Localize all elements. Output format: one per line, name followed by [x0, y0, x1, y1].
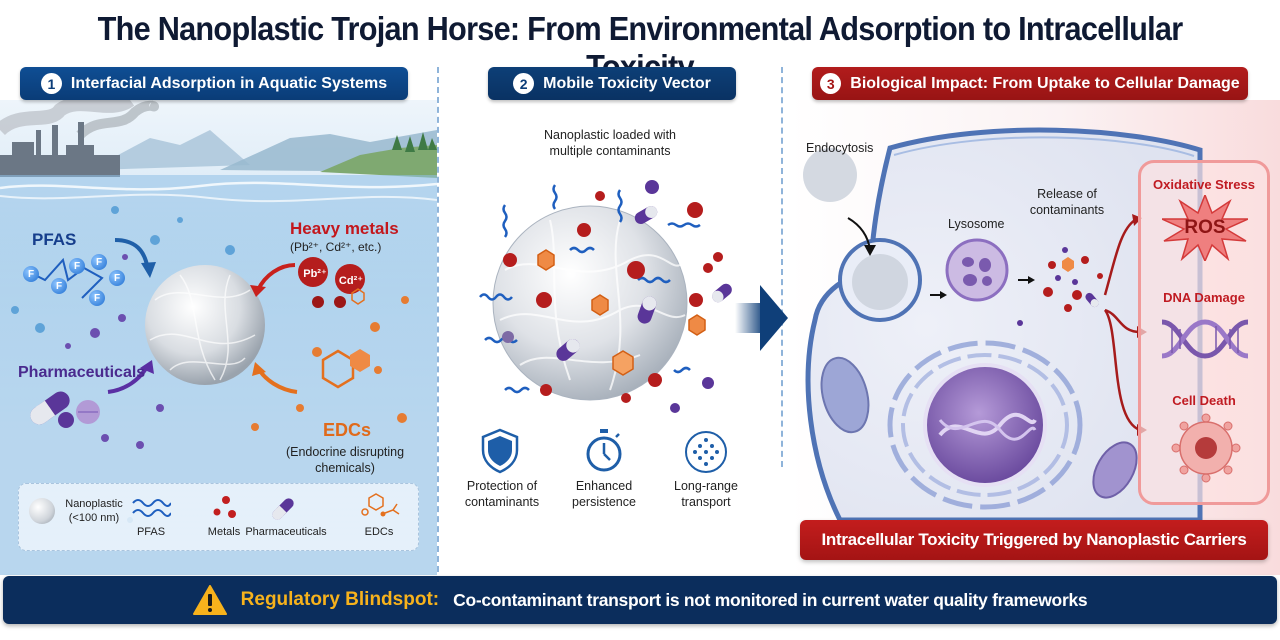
metals-dots-icon [213, 496, 236, 518]
legend-item-edcs: EDCs [364, 526, 394, 538]
pill-capsule-icon [272, 498, 294, 520]
section-1-title: Interfacial Adsorption in Aquatic System… [70, 74, 388, 92]
legend: Nanoplastic (<100 nm) PFAS Metals Pharma… [18, 483, 419, 551]
page-title: The Nanoplastic Trojan Horse: From Envir… [97, 10, 1184, 85]
release-label: Release of contaminants [1029, 187, 1105, 217]
cd-ion-label: Cd²⁺ [338, 275, 364, 287]
section-1-header: 1 Interfacial Adsorption in Aquatic Syst… [20, 67, 408, 100]
legend-item-metals: Metals [207, 526, 241, 538]
step-number-badge: 3 [820, 73, 842, 94]
feature-transport: Long-range transport [674, 479, 738, 510]
edcs-label: EDCs [323, 420, 372, 440]
dna-damage-label: DNA Damage [1163, 290, 1245, 305]
endocytosis-label: Endocytosis [806, 141, 874, 155]
legend-item-nanoplastic: Nanoplastic (<100 nm) [65, 498, 123, 524]
step-number-badge: 1 [40, 73, 62, 94]
pharmaceuticals-label: Pharmaceuticals [18, 364, 146, 381]
heavy-metals-label: Heavy metals [290, 219, 399, 238]
legend-item-pfas: PFAS [136, 526, 166, 538]
ros-starburst-icon [1162, 195, 1248, 261]
warning-icon [192, 585, 227, 615]
stopwatch-icon [586, 429, 622, 472]
feature-protection: Protection of contaminants [464, 479, 540, 510]
pfas-wave-icon [132, 499, 171, 517]
cell-death-label: Cell Death [1172, 393, 1236, 408]
edcs-sublabel: (Endocrine disrupting chemicals) [285, 445, 405, 475]
dna-helix-icon [1161, 319, 1249, 359]
lysosome-label: Lysosome [948, 217, 1005, 231]
loaded-nanoplastic-illustration [479, 180, 788, 413]
regulatory-blindspot-banner: Regulatory Blindspot: Co-contaminant tra… [3, 576, 1277, 624]
ros-badge: ROS [1184, 217, 1226, 238]
loaded-nanoplastic-caption: Nanoplastic loaded with multiple contami… [543, 128, 677, 158]
pb-ion-label: Pb²⁺ [303, 268, 327, 280]
feature-persistence: Enhanced persistence [572, 479, 636, 510]
pfas-label: PFAS [32, 230, 77, 249]
nanoplastic-sphere [145, 265, 265, 385]
nanoplastic-sphere-icon [29, 498, 55, 524]
heavy-metals-sublabel: (Pb²⁺, Cd²⁺, etc.) [290, 240, 382, 254]
oxidative-stress-label: Oxidative Stress [1153, 177, 1255, 192]
warning-message: Co-contaminant transport is not monitore… [453, 589, 1088, 610]
section-3-title: Biological Impact: From Uptake to Cellul… [850, 74, 1240, 92]
dispersion-circle-icon [685, 431, 727, 473]
section-divider [437, 67, 439, 572]
step-number-badge: 2 [513, 73, 535, 94]
section-2-header: 2 Mobile Toxicity Vector [488, 67, 736, 100]
edc-molecule-icon [361, 493, 400, 517]
section-divider [781, 67, 783, 467]
pfas-molecule-icon: F F F F F F [17, 254, 137, 330]
legend-item-pharmaceuticals: Pharmaceuticals [245, 526, 327, 538]
section-2-title: Mobile Toxicity Vector [543, 74, 711, 92]
shield-icon [481, 428, 519, 474]
dying-cell-icon [1171, 413, 1241, 483]
section-3-header: 3 Biological Impact: From Uptake to Cell… [812, 67, 1248, 100]
warning-label: Regulatory Blindspot: [240, 589, 440, 610]
intracellular-toxicity-banner: Intracellular Toxicity Triggered by Nano… [800, 520, 1268, 560]
